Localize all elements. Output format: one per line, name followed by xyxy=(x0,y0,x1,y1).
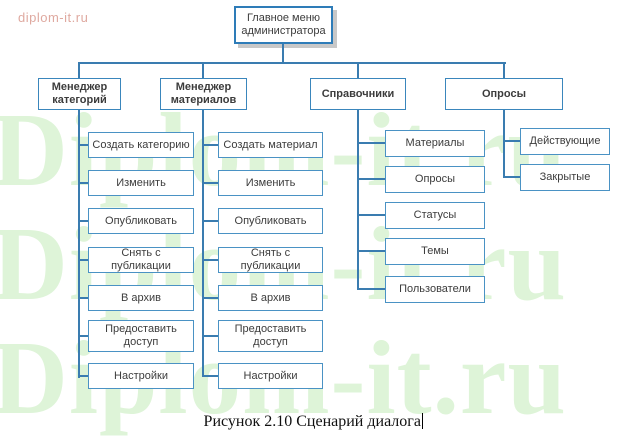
connector xyxy=(202,62,204,78)
node-edit-category: Изменить xyxy=(88,170,194,196)
connector xyxy=(78,62,80,78)
node-edit-material: Изменить xyxy=(218,170,323,196)
node-publish-category: Опубликовать xyxy=(88,208,194,234)
connector xyxy=(202,297,218,299)
connector xyxy=(282,44,284,62)
node-category-manager: Менеджер категорий xyxy=(38,78,121,110)
watermark-corner: diplom-it.ru xyxy=(18,10,89,25)
node-unpublish-material: Снять с публикации xyxy=(218,247,323,273)
connector xyxy=(78,335,88,337)
connector xyxy=(202,375,218,377)
node-closed-polls: Закрытые xyxy=(520,164,610,191)
connector xyxy=(78,220,88,222)
node-archive-material: В архив xyxy=(218,285,323,311)
connector xyxy=(78,62,506,64)
node-archive-category: В архив xyxy=(88,285,194,311)
connector xyxy=(202,259,218,261)
node-directories: Справочники xyxy=(310,78,406,110)
text-cursor xyxy=(421,413,424,429)
connector xyxy=(78,182,88,184)
node-users-directory: Пользователи xyxy=(385,276,485,303)
node-settings-category: Настройки xyxy=(88,363,194,389)
connector xyxy=(357,142,385,144)
node-settings-material: Настройки xyxy=(218,363,323,389)
connector xyxy=(202,220,218,222)
figure-caption-text: Рисунок 2.10 Сценарий диалога xyxy=(203,413,421,430)
node-create-material: Создать материал xyxy=(218,132,323,158)
connector xyxy=(357,288,385,290)
connector xyxy=(202,335,218,337)
node-materials-directory: Материалы xyxy=(385,130,485,157)
connector xyxy=(357,178,385,180)
connector xyxy=(503,62,505,78)
node-unpublish-category: Снять с публикации xyxy=(88,247,194,273)
connector xyxy=(202,110,204,377)
node-admin-main-menu: Главное меню администратора xyxy=(234,6,333,44)
figure-caption[interactable]: Рисунок 2.10 Сценарий диалога xyxy=(0,413,627,431)
connector xyxy=(357,110,359,290)
node-statuses-directory: Статусы xyxy=(385,202,485,229)
node-topics-directory: Темы xyxy=(385,238,485,265)
node-grant-access-category: Предоставить доступ xyxy=(88,320,194,352)
connector xyxy=(202,144,218,146)
node-create-category: Создать категорию xyxy=(88,132,194,158)
connector xyxy=(78,144,88,146)
connector xyxy=(357,214,385,216)
connector xyxy=(357,62,359,78)
connector xyxy=(78,375,88,377)
node-polls: Опросы xyxy=(445,78,563,110)
node-grant-access-material: Предоставить доступ xyxy=(218,320,323,352)
node-material-manager: Менеджер материалов xyxy=(160,78,247,110)
connector xyxy=(357,250,385,252)
node-publish-material: Опубликовать xyxy=(218,208,323,234)
connector xyxy=(503,110,505,178)
connector xyxy=(503,176,520,178)
connector xyxy=(503,140,520,142)
node-active-polls: Действующие xyxy=(520,128,610,155)
connector xyxy=(78,110,80,378)
node-polls-directory: Опросы xyxy=(385,166,485,193)
connector xyxy=(78,259,88,261)
connector xyxy=(202,182,218,184)
connector xyxy=(78,297,88,299)
